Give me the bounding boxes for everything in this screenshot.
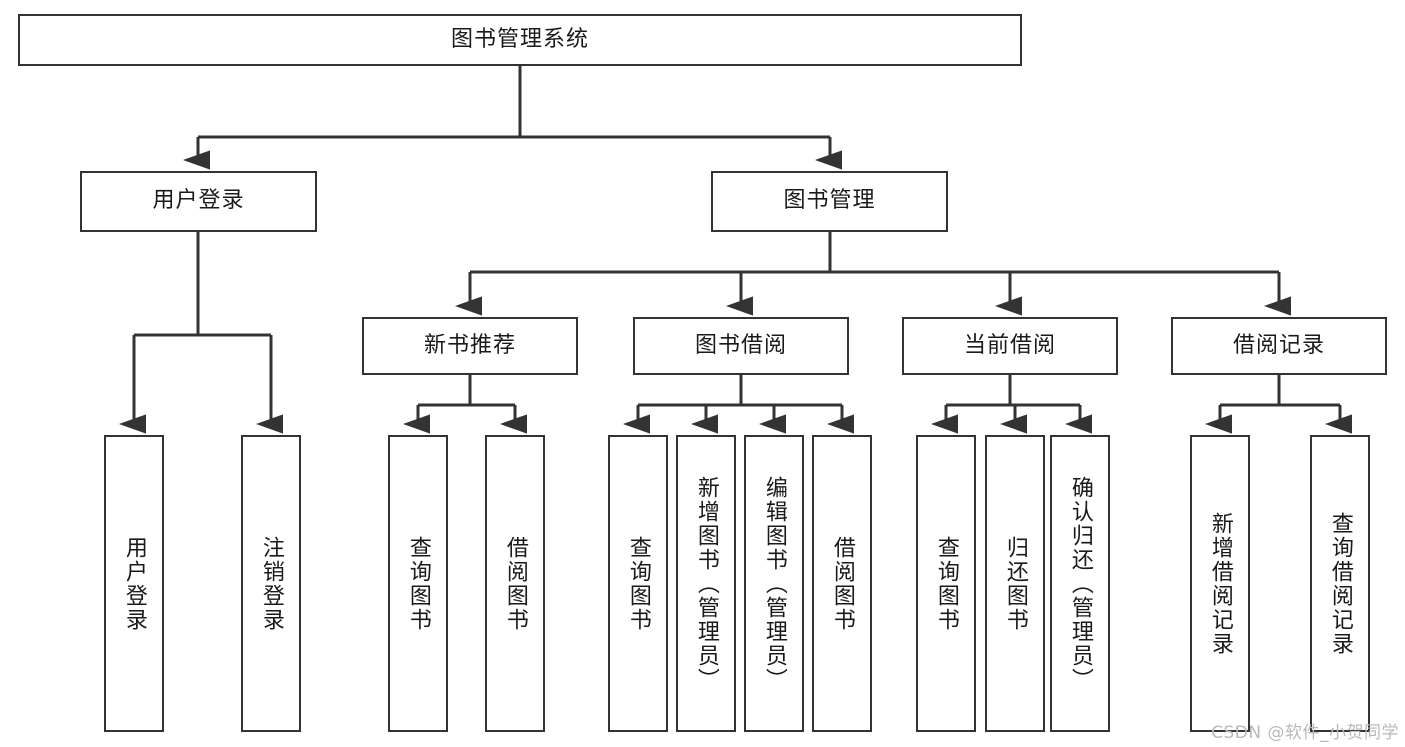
node-label: 归还图书 [1002,535,1028,632]
leaf-newbook-query-book[interactable]: 查询图书 [388,435,448,732]
node-label: 查询图书 [933,535,959,632]
leaf-record-query-record[interactable]: 查询借阅记录 [1310,435,1370,732]
node-label: 借阅图书 [829,535,855,632]
node-user-login-module[interactable]: 用户登录 [80,171,317,232]
leaf-user-login[interactable]: 用户登录 [104,435,164,732]
watermark: CSDN @软件_小贺同学 [1211,723,1399,743]
node-label: 确认归还（管理员） [1067,475,1093,692]
leaf-borrow-add-book-admin[interactable]: 新增图书（管理员） [676,435,736,732]
node-label: 用户登录 [152,188,245,214]
node-label: 查询借阅记录 [1327,511,1353,656]
node-label: 当前借阅 [963,332,1056,358]
node-label: 图书管理 [783,188,876,214]
node-label: 查询图书 [405,535,431,632]
leaf-record-add-record[interactable]: 新增借阅记录 [1190,435,1250,732]
leaf-borrow-edit-book-admin[interactable]: 编辑图书（管理员） [744,435,804,732]
node-label: 新增图书（管理员） [693,475,719,692]
node-new-book-recommendation[interactable]: 新书推荐 [362,317,578,375]
node-label: 新书推荐 [423,332,516,358]
leaf-current-confirm-return-admin[interactable]: 确认归还（管理员） [1050,435,1110,732]
node-label: 借阅图书 [502,535,528,632]
node-label: 编辑图书（管理员） [761,475,787,692]
node-label: 图书借阅 [694,332,787,358]
leaf-user-logout[interactable]: 注销登录 [241,435,301,732]
node-root-system[interactable]: 图书管理系统 [18,14,1022,66]
node-current-borrowing[interactable]: 当前借阅 [902,317,1118,375]
leaf-borrow-query-book[interactable]: 查询图书 [608,435,668,732]
leaf-current-query-book[interactable]: 查询图书 [916,435,976,732]
node-borrowing-record[interactable]: 借阅记录 [1171,317,1387,375]
node-label: 查询图书 [625,535,651,632]
node-book-borrowing[interactable]: 图书借阅 [633,317,849,375]
leaf-borrow-borrow-book[interactable]: 借阅图书 [812,435,872,732]
leaf-current-return-book[interactable]: 归还图书 [985,435,1045,732]
node-label: 用户登录 [121,535,147,632]
node-label: 图书管理系统 [450,26,589,52]
node-book-management-module[interactable]: 图书管理 [711,171,948,232]
node-label: 注销登录 [258,535,284,632]
node-label: 借阅记录 [1232,332,1325,358]
leaf-newbook-borrow-book[interactable]: 借阅图书 [485,435,545,732]
node-label: 新增借阅记录 [1207,511,1233,656]
